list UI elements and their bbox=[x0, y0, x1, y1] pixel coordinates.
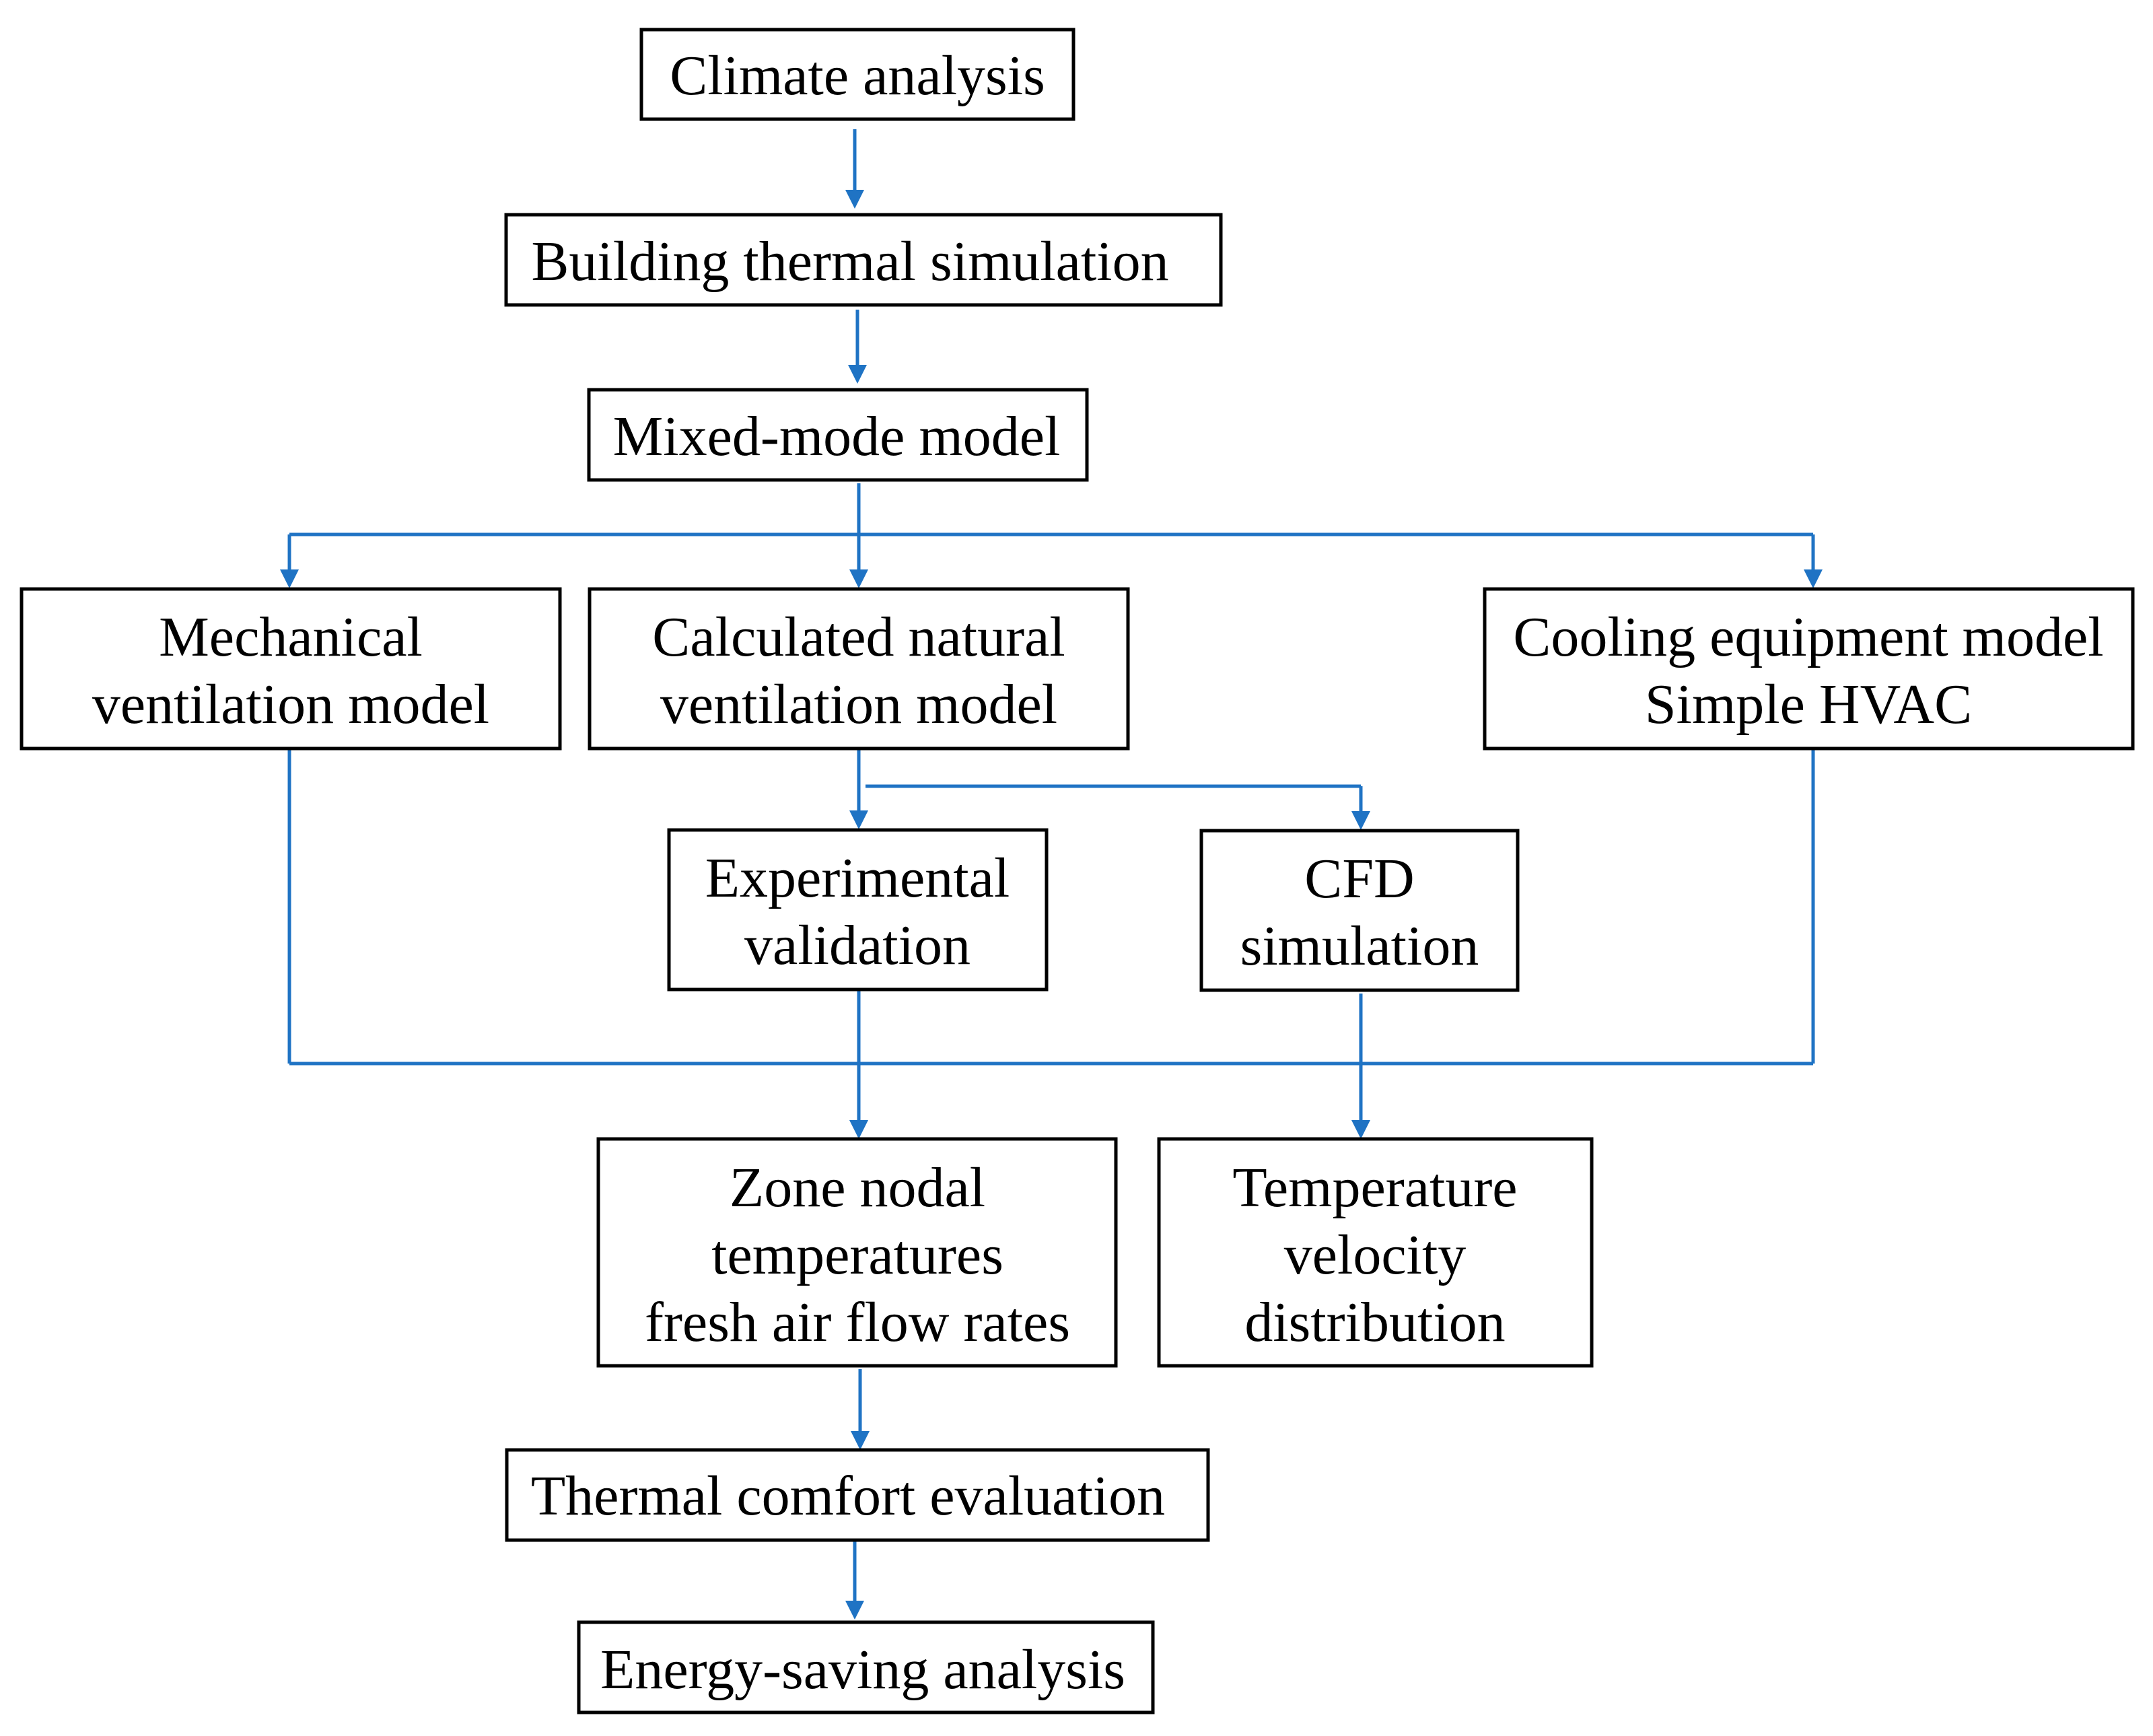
node-label-line-3: fresh air flow rates bbox=[645, 1291, 1070, 1354]
arrowhead-to-experimental bbox=[849, 810, 868, 829]
node-box bbox=[1157, 1137, 1594, 1368]
node-label-line-1: Zone nodal bbox=[730, 1156, 985, 1219]
node-label-line-2: Simple HVAC bbox=[1645, 673, 1972, 736]
node-experimental-validation: Experimental validation bbox=[667, 828, 1049, 992]
arrowhead-to-mixed bbox=[848, 365, 867, 384]
node-label-line-1: Cooling equipment model bbox=[1513, 606, 2103, 668]
node-zone-nodal-temperatures: Zone nodal temperatures fresh air flow r… bbox=[596, 1137, 1118, 1368]
node-label-line-2: validation bbox=[744, 914, 970, 977]
node-box bbox=[588, 587, 1130, 751]
node-box bbox=[504, 213, 1223, 307]
arrowhead-to-building bbox=[845, 190, 864, 209]
node-box bbox=[505, 1448, 1210, 1542]
node-label-line-2: ventilation model bbox=[92, 673, 489, 736]
node-mechanical-ventilation-model: Mechanical ventilation model bbox=[20, 587, 562, 751]
node-label-line-1: Calculated natural bbox=[652, 606, 1065, 668]
node-label-line-1: Experimental bbox=[705, 847, 1010, 909]
arrowhead-to-cooling bbox=[1804, 569, 1823, 588]
node-label: Thermal comfort evaluation bbox=[531, 1465, 1165, 1527]
node-label: Building thermal simulation bbox=[531, 230, 1168, 293]
node-cooling-equipment-model: Cooling equipment model Simple HVAC bbox=[1483, 587, 2135, 751]
node-mixed-mode-model: Mixed-mode model bbox=[587, 388, 1089, 482]
node-cfd-simulation: CFD simulation bbox=[1199, 829, 1520, 992]
node-box bbox=[1199, 829, 1520, 992]
node-box bbox=[577, 1620, 1155, 1714]
node-label-line-2: simulation bbox=[1240, 915, 1479, 977]
arrowhead-to-energy bbox=[845, 1601, 864, 1620]
node-box bbox=[1483, 587, 2135, 751]
node-label-line-3: distribution bbox=[1244, 1291, 1505, 1354]
arrowhead-to-natural bbox=[849, 569, 868, 588]
arrowhead-to-zone bbox=[849, 1120, 868, 1139]
node-label-line-2: ventilation model bbox=[660, 673, 1057, 736]
arrowheads bbox=[280, 190, 1823, 1620]
node-energy-saving-analysis: Energy-saving analysis bbox=[577, 1620, 1155, 1714]
node-label-line-2: temperatures bbox=[711, 1224, 1003, 1286]
arrowhead-to-cfd bbox=[1351, 811, 1370, 830]
arrowhead-to-mechanical bbox=[280, 569, 299, 588]
node-box bbox=[20, 587, 562, 751]
node-box bbox=[587, 388, 1089, 482]
arrowhead-to-thermal bbox=[851, 1431, 870, 1450]
node-label-line-1: Temperature bbox=[1232, 1156, 1517, 1219]
node-calculated-natural-ventilation-model: Calculated natural ventilation model bbox=[588, 587, 1130, 751]
node-label-line-1: CFD bbox=[1304, 847, 1414, 910]
node-box bbox=[639, 28, 1075, 121]
node-label: Energy-saving analysis bbox=[600, 1638, 1125, 1701]
node-box bbox=[667, 828, 1049, 992]
node-building-thermal-simulation: Building thermal simulation bbox=[504, 213, 1223, 307]
node-climate-analysis: Climate analysis bbox=[639, 28, 1075, 121]
node-thermal-comfort-evaluation: Thermal comfort evaluation bbox=[505, 1448, 1210, 1542]
connector-lines bbox=[287, 129, 1815, 1602]
arrowhead-to-temperature bbox=[1351, 1120, 1370, 1139]
node-label: Mixed-mode model bbox=[613, 405, 1061, 468]
node-temperature-velocity-distribution: Temperature velocity distribution bbox=[1157, 1137, 1594, 1368]
node-label: Climate analysis bbox=[670, 44, 1045, 107]
node-label-line-2: velocity bbox=[1284, 1224, 1467, 1286]
node-label-line-1: Mechanical bbox=[159, 606, 423, 668]
node-box bbox=[596, 1137, 1118, 1368]
